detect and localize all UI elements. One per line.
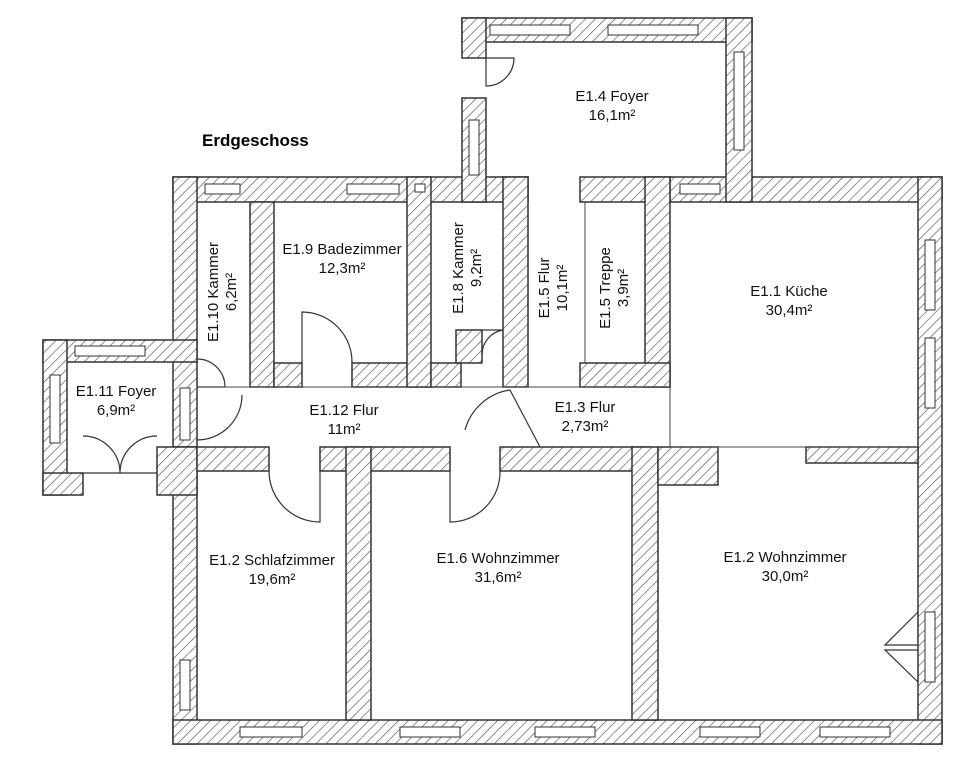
wall-kammer8-flur — [502, 176, 529, 388]
room-name-e1-3: E1.3 Flur — [555, 399, 616, 416]
window-side-foyer-left — [49, 374, 61, 444]
door-side-foyer — [82, 435, 158, 474]
foyer-wall-left-upper — [461, 17, 487, 59]
wall-treppe-bottom — [579, 362, 671, 388]
room-name-e1-12: E1.12 Flur — [309, 402, 378, 419]
room-name-e1-2-wohn: E1.2 Wohnzimmer — [723, 549, 846, 566]
wall-corridor-bottom-right — [499, 446, 651, 472]
window-wohn6-bottom-1 — [399, 726, 461, 738]
window-foyer-top-2 — [607, 24, 699, 36]
window-kammer10-top — [204, 183, 241, 195]
window-bad-top — [346, 183, 400, 195]
room-area-e1-5-flur: 10,1m² — [554, 265, 571, 312]
window-wohn2-bottom-2 — [819, 726, 891, 738]
door-wohn6 — [449, 470, 501, 523]
door-wohn2-balcony — [883, 611, 919, 683]
window-kueche-top — [679, 183, 721, 195]
door-schlaf — [268, 470, 321, 523]
room-area-e1-11: 6,9m² — [97, 402, 135, 419]
room-area-e1-8: 9,2m² — [468, 249, 485, 287]
wall-treppe-kueche — [644, 176, 671, 388]
windows — [49, 24, 936, 738]
room-name-e1-1: E1.1 Küche — [750, 283, 828, 300]
wall-corridor-bottom-left — [196, 446, 270, 472]
side-foyer-wall-bottom-left — [42, 472, 84, 496]
wall-bad-kammer8 — [406, 176, 432, 388]
room-name-e1-5-treppe: E1.5 Treppe — [597, 247, 614, 329]
room-name-e1-8: E1.8 Kammer — [450, 222, 467, 314]
door-flur3 — [464, 389, 541, 448]
window-foyer-top-1 — [489, 24, 571, 36]
side-foyer-wall-bottom-right — [156, 446, 198, 496]
room-name-e1-9: E1.9 Badezimmer — [282, 241, 401, 258]
doors — [82, 57, 919, 683]
door-bad — [301, 311, 353, 364]
room-area-e1-2-schlaf: 19,6m² — [249, 571, 296, 588]
room-name-e1-4: E1.4 Foyer — [575, 88, 648, 105]
wall-wohn6-wohn2 — [631, 446, 659, 721]
door-foyer-entrance — [485, 57, 515, 87]
window-side-foyer-top — [74, 345, 146, 357]
room-label-e1-8: E1.8 Kammer 9,2m² — [450, 222, 485, 314]
door-kammer8 — [481, 329, 504, 356]
wall-corridor-bottom-mid — [319, 446, 451, 472]
wall-kammer10-bad — [249, 201, 275, 388]
room-label-e1-5-treppe: E1.5 Treppe 3,9m² — [597, 247, 632, 329]
room-label-e1-10: E1.10 Kammer 6,2m² — [205, 242, 240, 342]
window-schlaf-left — [179, 659, 191, 711]
room-label-e1-5-flur: E1.5 Flur 10,1m² — [536, 258, 571, 319]
wall-kammer8-stub — [455, 329, 483, 364]
plan-title: Erdgeschoss — [202, 131, 309, 150]
room-area-e1-5-treppe: 3,9m² — [615, 269, 632, 307]
room-name-e1-11: E1.11 Foyer — [76, 383, 157, 400]
window-foyer-left — [468, 119, 480, 176]
wall-schlaf-wohn — [345, 446, 372, 721]
room-area-e1-9: 12,3m² — [319, 260, 366, 277]
room-area-e1-3: 2,73m² — [562, 418, 609, 435]
room-area-e1-6: 31,6m² — [475, 569, 522, 586]
wall-wohn2-top — [657, 446, 719, 486]
room-name-e1-10: E1.10 Kammer — [205, 242, 222, 342]
window-kueche-right-1 — [924, 239, 936, 311]
window-kammer8-top — [414, 183, 426, 193]
room-area-e1-2-wohn: 30,0m² — [762, 568, 809, 585]
window-kueche-right-2 — [924, 337, 936, 409]
window-wohn2-bottom-1 — [699, 726, 761, 738]
window-schlaf-bottom — [239, 726, 303, 738]
room-labels: E1.4 Foyer 16,1m² E1.9 Badezimmer 12,3m²… — [76, 88, 847, 588]
room-area-e1-1: 30,4m² — [766, 302, 813, 319]
window-foyer-right — [733, 51, 745, 151]
room-area-e1-10: 6,2m² — [223, 273, 240, 311]
room-name-e1-6: E1.6 Wohnzimmer — [436, 550, 559, 567]
window-wohn2-right — [924, 611, 936, 683]
room-name-e1-2-schlaf: E1.2 Schlafzimmer — [209, 552, 335, 569]
wall-kammer8-bottom — [430, 362, 462, 388]
wall-wohn2-top-right — [805, 446, 919, 464]
door-kammer10 — [196, 358, 226, 388]
room-area-e1-12: 11m² — [327, 421, 360, 438]
door-flur-left — [196, 394, 243, 441]
room-name-e1-5-flur: E1.5 Flur — [536, 258, 553, 319]
window-wohn6-bottom-2 — [534, 726, 596, 738]
walls — [42, 17, 943, 745]
room-area-e1-4: 16,1m² — [589, 107, 636, 124]
window-flur-left — [179, 387, 191, 441]
wall-bad-bottom — [273, 362, 303, 388]
